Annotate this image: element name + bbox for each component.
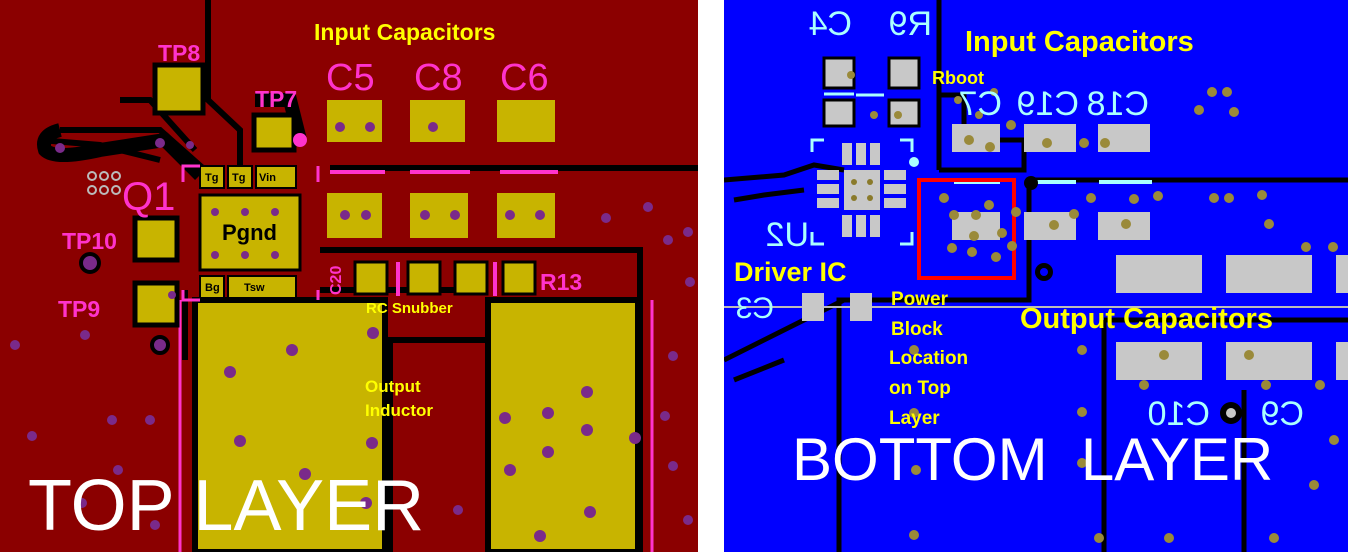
- c19-label: C19: [1017, 85, 1079, 123]
- input-cap-pads-top: [327, 100, 555, 238]
- c4-label: C4: [809, 5, 852, 43]
- output-inductor-label-1: Output: [365, 377, 421, 396]
- c3-label: C3: [736, 292, 774, 325]
- tg1-label: Tg: [205, 172, 218, 184]
- output-inductor-pad-right: [485, 297, 641, 552]
- tp8-label: TP8: [158, 40, 200, 66]
- c10-label: C10: [1148, 395, 1210, 433]
- tp9-label: TP9: [58, 296, 100, 322]
- output-capacitors-label: Output Capacitors: [1020, 303, 1273, 335]
- power-block-location-box: [917, 178, 1016, 280]
- top-layer-panel: Input Capacitors C5 C8 C6 TP8 TP7 Q1 TP1…: [0, 0, 698, 552]
- c18-label: C18: [1087, 85, 1149, 123]
- power-block-label-3: Location: [889, 348, 968, 369]
- output-inductor-pad-left: [192, 297, 388, 552]
- tp10-pad: [132, 215, 180, 263]
- bottom-input-capacitors-label: Input Capacitors: [965, 26, 1194, 58]
- tsw-label: Tsw: [244, 282, 265, 294]
- power-block-pins: [199, 165, 297, 299]
- power-block-label-1: Power: [891, 289, 949, 310]
- bottom-layer-drawing: R9 C4 Input Capacitors Rboot C7 C19 C18 …: [724, 0, 1348, 552]
- tg2-label: Tg: [232, 172, 245, 184]
- bottom-layer-panel: R9 C4 Input Capacitors Rboot C7 C19 C18 …: [724, 0, 1348, 552]
- c8-label: C8: [414, 57, 463, 99]
- output-inductor-label-2: Inductor: [365, 401, 433, 420]
- power-block-label-5: Layer: [889, 408, 940, 429]
- q1-label: Q1: [122, 175, 175, 219]
- c3-pads: [802, 293, 872, 321]
- power-block-label-4: on Top: [889, 378, 951, 399]
- u2-label: U2: [766, 216, 809, 254]
- rc-snubber-label: RC Snubber: [366, 300, 453, 317]
- vin-label: Vin: [259, 172, 276, 184]
- r9-c4-pads: [822, 56, 921, 128]
- tp7-label: TP7: [255, 86, 297, 112]
- snubber-pads: [353, 260, 537, 296]
- top-layer-title: TOP LAYER: [28, 466, 424, 546]
- top-vias: [10, 138, 695, 542]
- bottom-layer-title: BOTTOM LAYER: [792, 426, 1273, 493]
- pgnd-label: Pgnd: [222, 220, 277, 245]
- top-input-capacitors-label: Input Capacitors: [314, 19, 495, 45]
- tp7-pad: [251, 112, 297, 153]
- bg-label: Bg: [205, 282, 220, 294]
- driver-ic-label: Driver IC: [734, 257, 847, 287]
- u2-pads: [817, 143, 906, 237]
- tp8-pad: [152, 62, 206, 116]
- output-cap-pads: [1116, 255, 1348, 380]
- r9-label: R9: [889, 5, 932, 43]
- q1-vias: [87, 171, 121, 195]
- power-block-label-2: Block: [891, 319, 943, 340]
- pgnd-vias: [211, 208, 279, 259]
- c6-label: C6: [500, 57, 549, 99]
- bottom-vias: [847, 71, 1339, 543]
- c7-label: C7: [959, 85, 1002, 123]
- top-layer-drawing: Input Capacitors C5 C8 C6 TP8 TP7 Q1 TP1…: [0, 0, 698, 552]
- r13-label: R13: [540, 269, 582, 295]
- c5-label: C5: [326, 57, 375, 99]
- c20-label: C20: [328, 266, 345, 295]
- tp10-label: TP10: [62, 228, 117, 254]
- rboot-label: Rboot: [932, 68, 984, 88]
- tp9-pad: [132, 280, 180, 328]
- c9-label: C9: [1261, 395, 1304, 433]
